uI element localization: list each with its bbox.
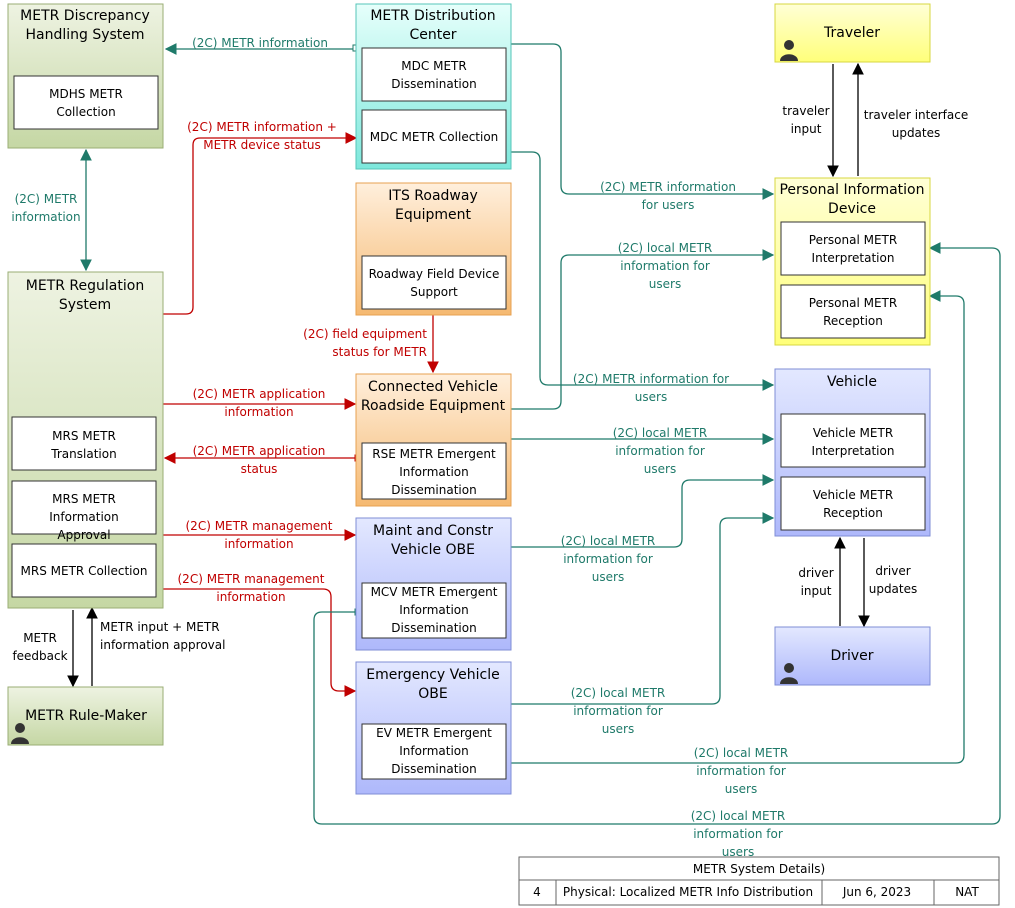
flow-label-f2: (2C) METR information +METR device statu… xyxy=(187,120,337,152)
flow-mrs-to-mdc xyxy=(160,132,358,315)
mrs-sub3: MRS METR Collection xyxy=(21,564,148,578)
flow-mcv-to-pid xyxy=(313,242,1001,825)
flow-ev-to-pid xyxy=(509,290,965,764)
mdc-sub2: MDC METR Collection xyxy=(370,130,499,144)
footer-number: 4 xyxy=(533,885,541,899)
node-driver: Driver xyxy=(774,626,931,686)
flow-mdc-to-vehicle xyxy=(509,151,775,391)
footer-table: METR System Details) 4 Physical: Localiz… xyxy=(518,856,1000,906)
traveler-title: Traveler xyxy=(823,25,880,41)
flow-ev-to-vehicle xyxy=(509,512,775,705)
rulemaker-title: METR Rule-Maker xyxy=(25,708,147,724)
flow-rse-to-pid xyxy=(509,249,775,410)
driver-title: Driver xyxy=(830,648,873,664)
flow-label-f1: (2C) METR information xyxy=(192,36,328,50)
node-traveler: Traveler xyxy=(774,3,931,63)
flow-mdc-to-pid xyxy=(509,43,775,200)
flow-labels: (2C) METR information (2C) METR informat… xyxy=(11,36,968,859)
flow-mrs-to-ev xyxy=(160,588,357,697)
footer-code: NAT xyxy=(955,885,979,899)
flow-mcv-to-vehicle xyxy=(509,474,775,548)
footer-date: Jun 6, 2023 xyxy=(842,885,911,899)
node-rulemaker: METR Rule-Maker xyxy=(7,686,164,746)
vehicle-title: Vehicle xyxy=(827,374,877,390)
footer-name: Physical: Localized METR Info Distributi… xyxy=(563,885,813,899)
footer-title: METR System Details) xyxy=(693,862,825,876)
